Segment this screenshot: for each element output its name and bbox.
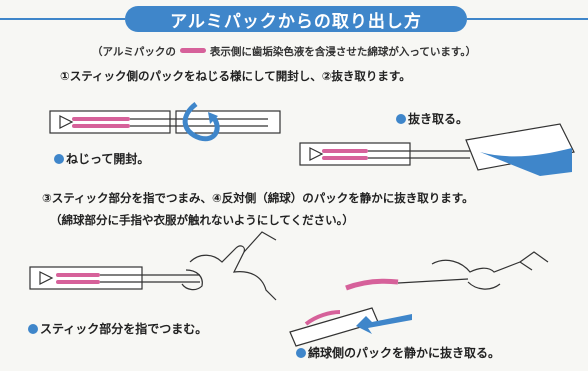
hand-outline [189, 245, 277, 301]
caption-twist: ねじって開封。 [54, 150, 149, 167]
pack-right-half [175, 110, 281, 134]
pack-note: （アルミパックの 表示側に歯垢染色液を含浸させた綿球が入っています。） [92, 44, 476, 59]
title-banner: アルミパックからの取り出し方 [125, 6, 467, 32]
caption-pinch: スティック部分を指でつまむ。 [28, 320, 207, 337]
swab-upper [56, 273, 100, 277]
twist-arrow-icon [182, 102, 220, 142]
swab-head [345, 278, 399, 291]
pack-note-prefix: （アルミパックの [92, 46, 176, 58]
swab-lower [56, 280, 100, 284]
twist-arrowhead-icon [208, 112, 218, 124]
pinching-fingers [467, 281, 501, 290]
bullet-icon [296, 348, 306, 358]
pack-left-half [49, 110, 171, 134]
title-rule-right [467, 18, 588, 20]
pack-notch [39, 271, 54, 285]
pull-arrow-icon [480, 148, 572, 176]
pack-note-suffix: 表示側に歯垢染色液を含浸させた綿球が入っています。） [209, 46, 477, 58]
illustration-pinch [29, 231, 277, 301]
caption-pull-text: 抜き取る。 [408, 112, 469, 126]
sleeve-cuff [243, 231, 277, 253]
step-1-instruction: ①スティック側のパックをねじる様にして開封し、②抜き取ります。 [60, 69, 411, 83]
bullet-icon [396, 114, 406, 124]
caption-remove: 綿球側のパックを静かに抜き取る。 [296, 344, 500, 361]
swab-lower [322, 156, 368, 160]
pack-notch [59, 115, 74, 129]
illustration-remove [289, 251, 549, 347]
illustration-pull-out [299, 123, 575, 176]
title-rule-left [0, 18, 125, 20]
title-band: アルミパックからの取り出し方 [0, 0, 588, 40]
remove-arrow-icon [356, 314, 412, 334]
swab-lower [72, 124, 130, 128]
stick [397, 278, 469, 284]
page-title: アルミパックからの取り出し方 [170, 11, 422, 32]
swab-upper [72, 117, 130, 121]
sleeve-cuff [519, 251, 549, 263]
step-3-instruction: ③スティック部分を指でつまみ、④反対側（綿球）のパックを静かに抜き取ります。 [42, 191, 474, 205]
bullet-icon [54, 154, 64, 164]
swab-in-pack [304, 310, 341, 326]
hand-outline [431, 259, 533, 273]
pack-notch [309, 147, 324, 161]
pinching-fingers [181, 269, 203, 291]
swab-upper [322, 149, 368, 153]
pack-cap [465, 123, 575, 171]
caption-twist-text: ねじって開封。 [66, 152, 150, 166]
bullet-icon [28, 324, 38, 334]
caption-remove-text: 綿球側のパックを静かに抜き取る。 [308, 346, 501, 360]
illustration-twist-open [49, 102, 281, 142]
step-3-note: （綿球部分に手指や衣服が触れないようにしてください。） [50, 213, 354, 227]
pack-sleeve [299, 142, 411, 166]
caption-pull: 抜き取る。 [396, 110, 468, 127]
swab-marker-icon [179, 48, 206, 53]
caption-pinch-text: スティック部分を指でつまむ。 [40, 322, 208, 336]
pack-sleeve [29, 266, 143, 290]
